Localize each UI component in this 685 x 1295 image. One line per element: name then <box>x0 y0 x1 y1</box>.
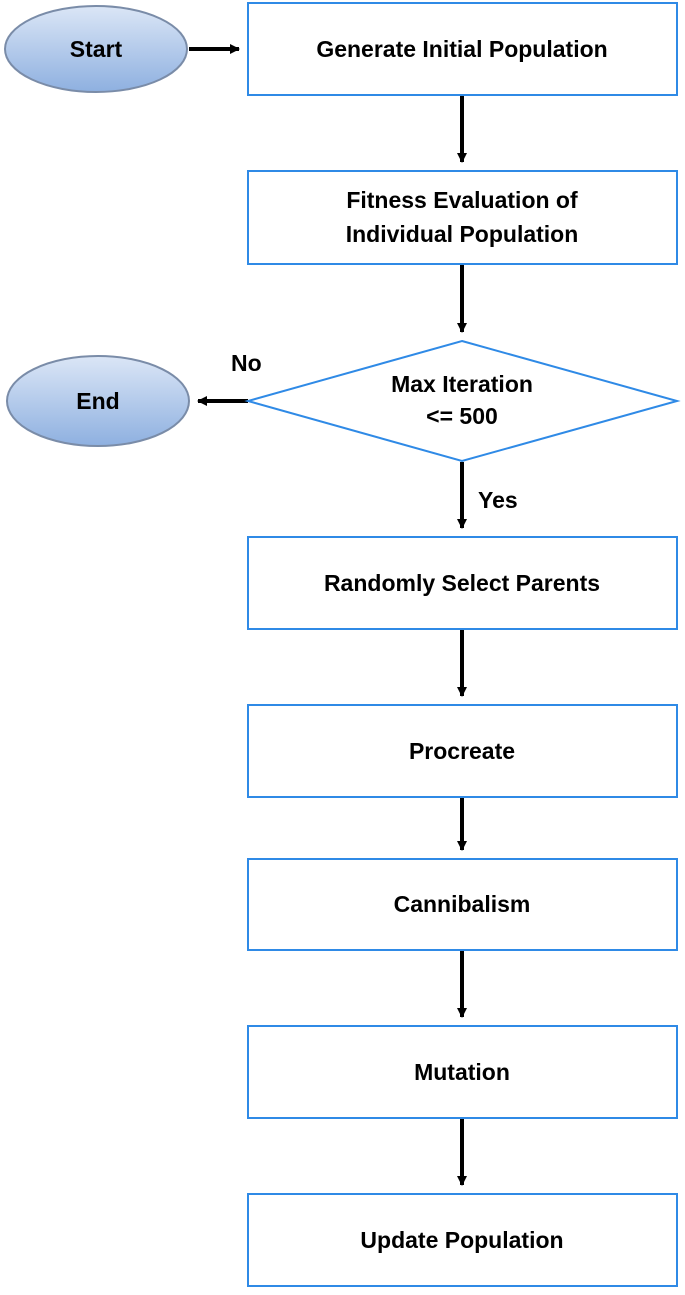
decision-label-line2: <= 500 <box>426 403 498 429</box>
update-population-step: Update Population <box>247 1193 678 1287</box>
generate-population-box <box>247 2 678 96</box>
cannibalism-step: Cannibalism <box>247 858 678 951</box>
max-iteration-diamond <box>244 339 681 463</box>
cannibalism-box <box>247 858 678 951</box>
update-population-box <box>247 1193 678 1287</box>
max-iteration-decision: Max Iteration <= 500 <box>244 339 681 463</box>
end-label: End <box>76 388 119 414</box>
decision-label-line1: Max Iteration <box>391 371 533 397</box>
mutation-step: Mutation <box>247 1025 678 1119</box>
fitness-evaluation-label-line2: Individual Population <box>346 221 579 247</box>
procreate-label: Procreate <box>409 738 515 764</box>
select-parents-step: Randomly Select Parents <box>247 536 678 630</box>
start-label: Start <box>70 36 123 62</box>
fitness-evaluation-box <box>247 170 678 265</box>
start-ellipse <box>4 5 188 93</box>
procreate-step: Procreate <box>247 704 678 798</box>
select-parents-label: Randomly Select Parents <box>324 570 600 596</box>
fitness-evaluation-label-line1: Fitness Evaluation of <box>346 187 578 213</box>
cannibalism-label: Cannibalism <box>394 891 531 917</box>
mutation-label: Mutation <box>414 1059 510 1085</box>
connectors <box>189 44 467 1186</box>
no-branch-label: No <box>231 350 262 376</box>
end-node: End <box>6 355 190 447</box>
start-node: Start <box>4 5 188 93</box>
yes-branch-label: Yes <box>478 487 518 513</box>
end-ellipse <box>6 355 190 447</box>
update-population-label: Update Population <box>360 1227 563 1253</box>
fitness-evaluation-step: Fitness Evaluation of Individual Populat… <box>247 170 678 265</box>
generate-population-step: Generate Initial Population <box>247 2 678 96</box>
select-parents-box <box>247 536 678 630</box>
mutation-box <box>247 1025 678 1119</box>
procreate-box <box>247 704 678 798</box>
generate-population-label: Generate Initial Population <box>316 36 607 62</box>
